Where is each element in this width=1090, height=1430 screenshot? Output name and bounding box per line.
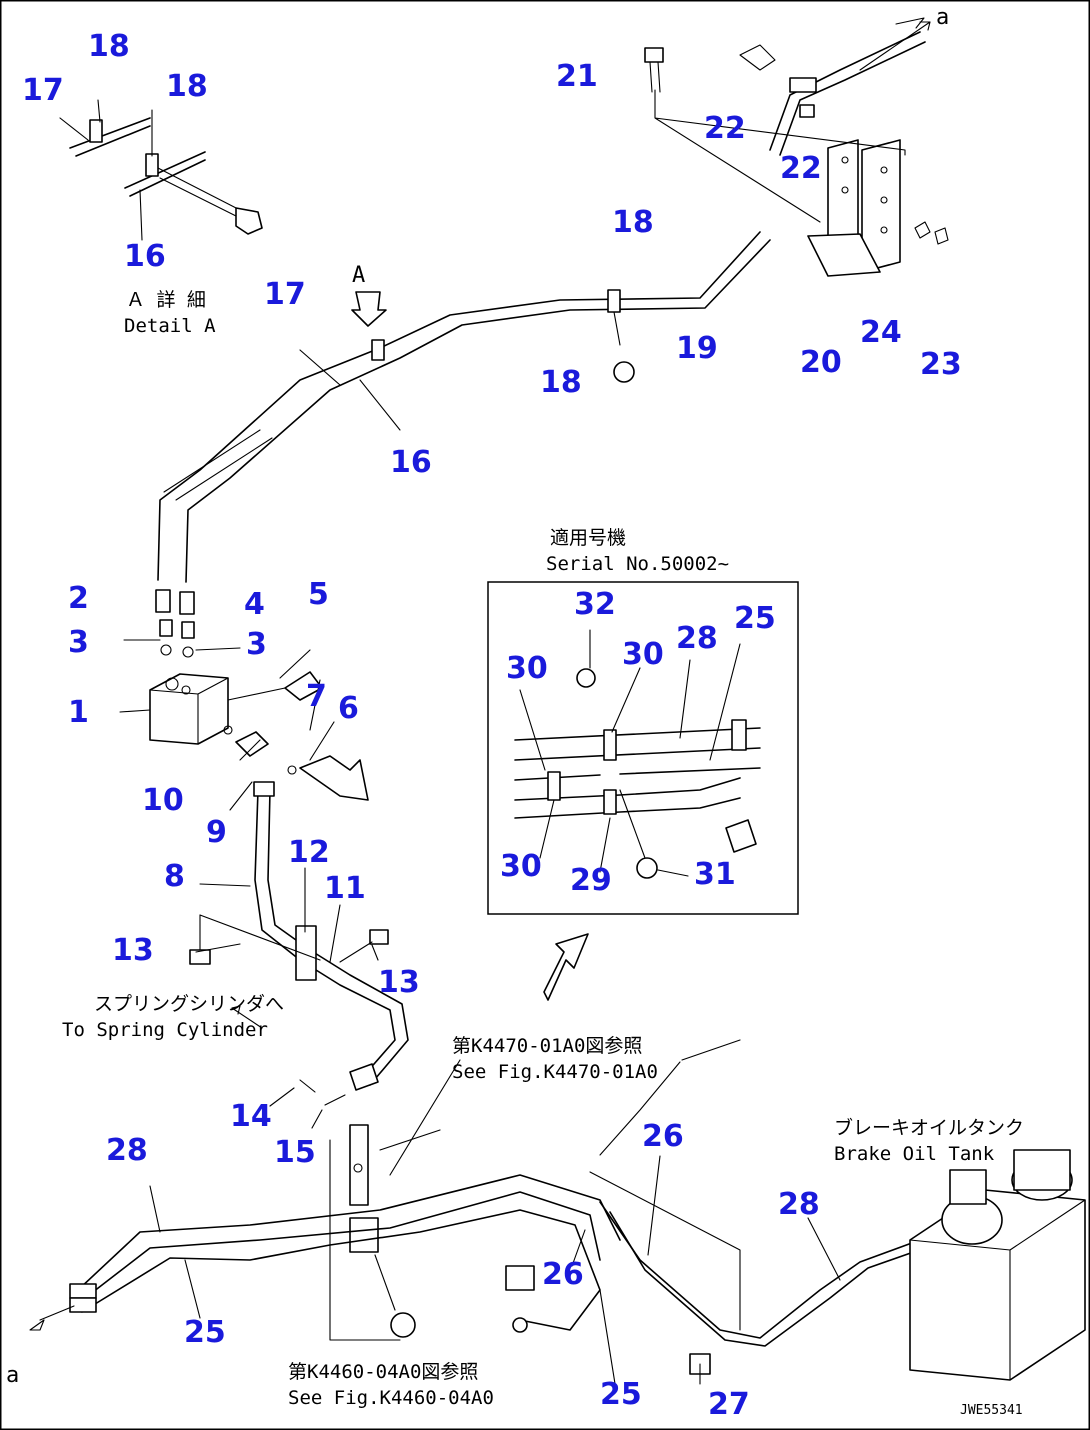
callout-19: 19 — [676, 331, 718, 366]
serial-label-jp: 適用号機 — [550, 527, 626, 549]
annotations: Ａ 詳 細 Detail A A 適用号機 Serial No.50002~ ス… — [6, 5, 1024, 1418]
callout-25: 25 — [184, 1315, 226, 1350]
detail-a-drawing — [59, 99, 263, 241]
callout-27: 27 — [708, 1387, 750, 1422]
brake-oil-tank — [909, 1149, 1086, 1381]
callout-22: 22 — [704, 111, 746, 146]
callout-22: 22 — [780, 151, 822, 186]
callout-18: 18 — [540, 365, 582, 400]
callout-24: 24 — [860, 315, 902, 350]
lower-hose-run — [189, 781, 409, 1106]
callout-26: 26 — [642, 1119, 684, 1154]
see-fig-k4470-jp: 第K4470-01A0図参照 — [452, 1035, 642, 1057]
callout-30: 30 — [506, 651, 548, 686]
see-fig-k4470-en: See Fig.K4470-01A0 — [452, 1061, 658, 1083]
callout-numbers: 18 17 18 16 17 16 18 18 19 21 22 22 20 2… — [22, 29, 962, 1422]
callout-25: 25 — [600, 1377, 642, 1412]
bracket-assembly — [644, 21, 949, 277]
ref-a-arrow-bottom-icon — [29, 1319, 45, 1331]
see-fig-k4460-en: See Fig.K4460-04A0 — [288, 1387, 494, 1409]
valve-block — [123, 589, 369, 801]
callout-14: 14 — [230, 1099, 272, 1134]
callout-6: 6 — [338, 691, 359, 726]
callout-11: 11 — [324, 871, 366, 906]
callout-15: 15 — [274, 1135, 316, 1170]
callout-18: 18 — [88, 29, 130, 64]
leader-lines — [119, 629, 841, 1391]
ref-a-arrow-top-icon — [895, 17, 925, 29]
callout-13: 13 — [378, 965, 420, 1000]
view-a-marker: A — [352, 263, 365, 288]
callout-3: 3 — [246, 627, 267, 662]
callout-26: 26 — [542, 1257, 584, 1292]
callout-17: 17 — [22, 73, 64, 108]
inset-arrow-icon — [543, 933, 589, 1001]
callout-32: 32 — [574, 587, 616, 622]
callout-7: 7 — [306, 679, 327, 714]
callout-9: 9 — [206, 815, 227, 850]
ref-a-bottom: a — [6, 1363, 19, 1388]
serial-label-en: Serial No.50002~ — [546, 553, 729, 575]
callout-1: 1 — [68, 695, 89, 730]
detail-a-label-jp: Ａ 詳 細 — [126, 289, 206, 311]
callout-10: 10 — [142, 783, 184, 818]
callout-13: 13 — [112, 933, 154, 968]
callout-30: 30 — [500, 849, 542, 884]
callout-23: 23 — [920, 347, 962, 382]
callout-28: 28 — [106, 1133, 148, 1168]
callout-8: 8 — [164, 859, 185, 894]
callout-12: 12 — [288, 835, 330, 870]
callout-30: 30 — [622, 637, 664, 672]
callout-3: 3 — [68, 625, 89, 660]
lower-bracket-plate — [329, 1124, 416, 1341]
callout-25: 25 — [734, 601, 776, 636]
callout-17: 17 — [264, 277, 306, 312]
callout-18: 18 — [166, 69, 208, 104]
detail-a-label-en: Detail A — [124, 315, 216, 337]
drawing-code: JWE55341 — [960, 1403, 1023, 1418]
upper-tube-run — [157, 231, 771, 583]
callout-20: 20 — [800, 345, 842, 380]
spring-arrow-icon — [231, 1005, 263, 1029]
callout-21: 21 — [556, 59, 598, 94]
spring-cylinder-label-en: To Spring Cylinder — [62, 1019, 268, 1041]
callout-31: 31 — [694, 857, 736, 892]
spring-cylinder-label-jp: スプリングシリンダへ — [94, 993, 284, 1015]
callout-29: 29 — [570, 863, 612, 898]
callout-4: 4 — [244, 587, 265, 622]
see-fig-k4460-jp: 第K4460-04A0図参照 — [288, 1361, 478, 1383]
callout-2: 2 — [68, 581, 89, 616]
callout-16: 16 — [124, 239, 166, 274]
brake-tank-label-jp: ブレーキオイルタンク — [834, 1116, 1024, 1139]
callout-16: 16 — [390, 445, 432, 480]
callout-28: 28 — [676, 621, 718, 656]
callout-5: 5 — [308, 577, 329, 612]
brake-tank-label-en: Brake Oil Tank — [834, 1143, 995, 1165]
callout-28: 28 — [778, 1187, 820, 1222]
callout-18: 18 — [612, 205, 654, 240]
ref-a-top: a — [936, 5, 949, 30]
view-a-arrow-icon — [351, 291, 387, 327]
serial-inset — [487, 581, 799, 915]
